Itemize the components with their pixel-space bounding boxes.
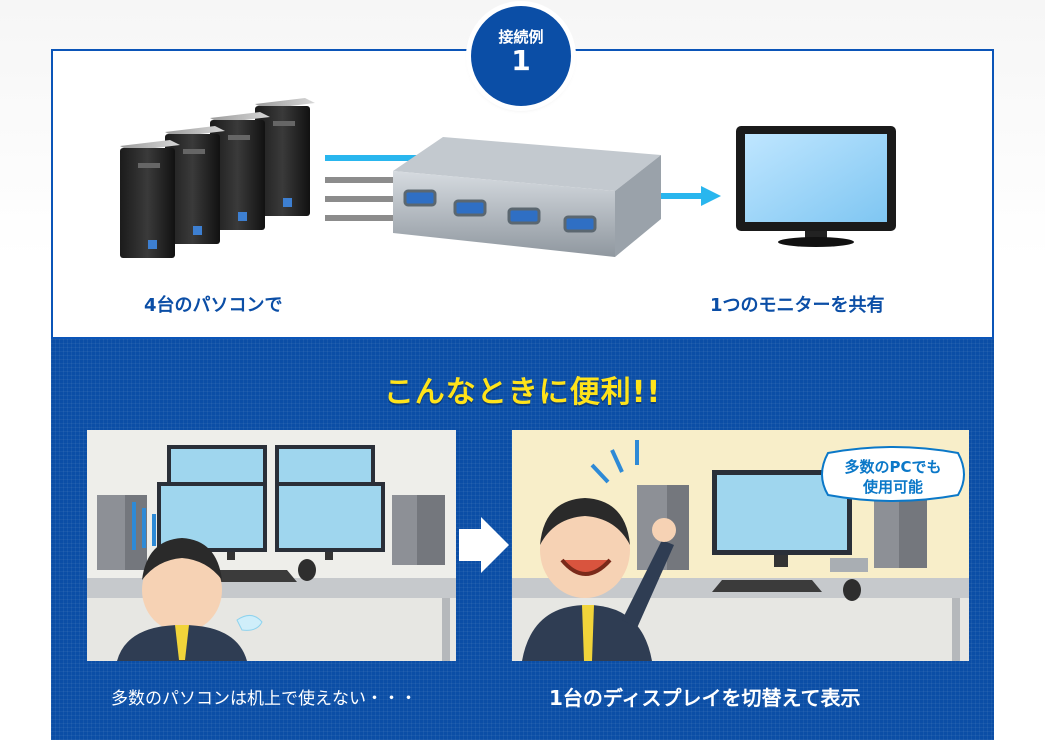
monitor-icon bbox=[736, 126, 896, 247]
cable bbox=[325, 215, 395, 221]
transition-arrow-icon bbox=[459, 517, 509, 573]
connection-diagram bbox=[120, 98, 896, 258]
bubble-line-1: 多数のPCでも bbox=[844, 458, 941, 476]
pc-tower-icon bbox=[255, 98, 315, 216]
headline: こんなときに便利!! bbox=[383, 375, 662, 410]
scene-before bbox=[87, 430, 456, 661]
badge-number: 1 bbox=[511, 44, 531, 77]
office-desk-illustration bbox=[512, 440, 969, 661]
speech-bubble: 多数のPCでも 使用可能 bbox=[821, 446, 965, 502]
active-cable bbox=[325, 155, 420, 161]
left-label: 4台のパソコンで bbox=[144, 295, 283, 316]
bubble-line-2: 使用可能 bbox=[862, 478, 923, 496]
use-case-panel: こんなときに便利!! bbox=[51, 339, 994, 740]
vga-switch-device bbox=[393, 137, 661, 257]
cable bbox=[325, 177, 395, 183]
after-caption: 1台のディスプレイを切替えて表示 bbox=[549, 686, 861, 710]
right-label: 1つのモニターを共有 bbox=[710, 295, 885, 316]
pc-tower-icon bbox=[120, 140, 180, 258]
output-arrow-icon bbox=[661, 186, 721, 206]
scene-after: 多数のPCでも 使用可能 bbox=[512, 430, 969, 661]
cable bbox=[325, 196, 395, 202]
office-desk-illustration bbox=[87, 445, 456, 661]
badge-title: 接続例 bbox=[498, 28, 544, 46]
before-caption: 多数のパソコンは机上で使えない・・・ bbox=[111, 689, 417, 709]
pc-tower-icon bbox=[210, 112, 270, 230]
pc-tower-icon bbox=[165, 126, 225, 244]
example-badge: 接続例 1 bbox=[471, 6, 571, 106]
